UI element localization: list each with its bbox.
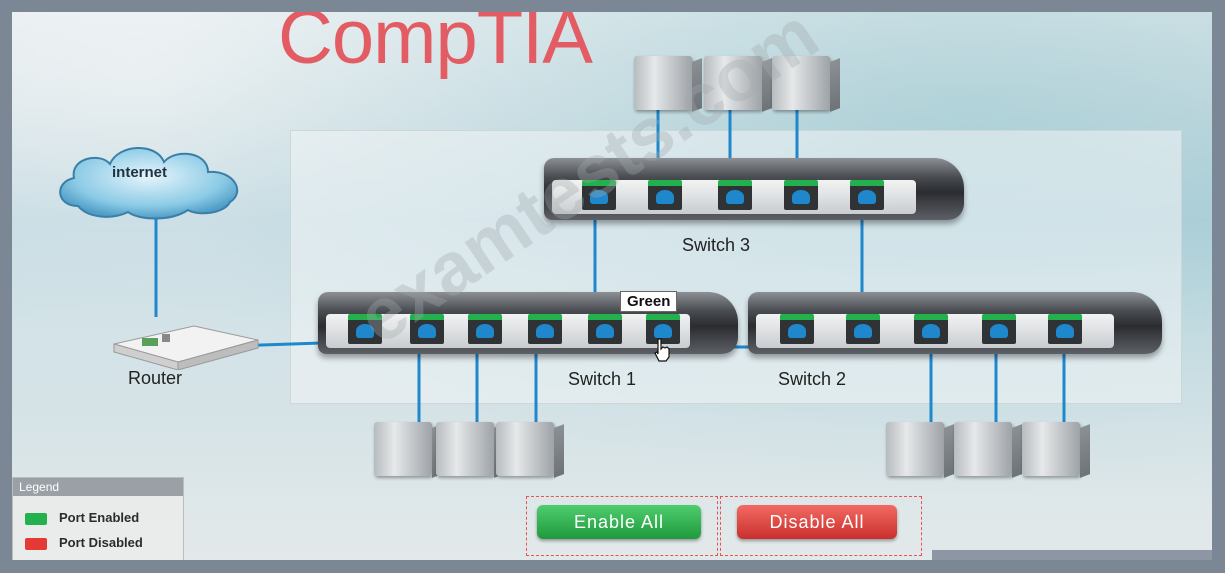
switch3-port-4[interactable]: [784, 180, 818, 210]
comptia-logo: CompTIA: [278, 12, 593, 80]
green-swatch-icon: [25, 512, 47, 525]
cable-jack-icon: [596, 324, 614, 338]
switch3-port-1[interactable]: [582, 180, 616, 210]
switch1-port-3[interactable]: [468, 314, 502, 344]
switch1-port-2[interactable]: [410, 314, 444, 344]
cable-jack-icon: [356, 324, 374, 338]
legend-panel: Legend Port Enabled Port Disabled: [12, 477, 184, 560]
server-icon: [634, 56, 692, 110]
server-icon: [886, 422, 944, 476]
server-icon: [954, 422, 1012, 476]
switch1-port-5[interactable]: [588, 314, 622, 344]
cloud-icon: [59, 147, 239, 220]
legend-title: Legend: [13, 478, 183, 496]
legend-row-disabled: Port Disabled: [25, 535, 143, 550]
red-swatch-icon: [25, 537, 47, 550]
server-icon: [704, 56, 762, 110]
cable-jack-icon: [1056, 324, 1074, 338]
switch-1-face: [326, 314, 690, 348]
enable-all-button[interactable]: Enable All: [537, 505, 701, 539]
cable-jack-icon: [792, 190, 810, 204]
port-status-tooltip: Green: [620, 291, 678, 312]
switch-2: [748, 292, 1162, 354]
switch2-port-2[interactable]: [846, 314, 880, 344]
cable-jack-icon: [590, 190, 608, 204]
legend-disabled-label: Port Disabled: [59, 535, 143, 550]
server-icon: [374, 422, 432, 476]
switch2-port-1[interactable]: [780, 314, 814, 344]
cable-jack-icon: [858, 190, 876, 204]
switch3-port-5[interactable]: [850, 180, 884, 210]
cable-jack-icon: [990, 324, 1008, 338]
disable-all-frame: Disable All: [720, 496, 922, 556]
switch2-port-4[interactable]: [982, 314, 1016, 344]
hand-pointer-icon: [654, 338, 670, 362]
switch2-port-3[interactable]: [914, 314, 948, 344]
router-icon: [113, 325, 259, 370]
server-icon: [1022, 422, 1080, 476]
switch-2-label: Switch 2: [778, 369, 847, 389]
network-canvas: CompTIA internet Router Switch 3: [12, 12, 1212, 560]
switch3-port-2[interactable]: [648, 180, 682, 210]
cable-jack-icon: [788, 324, 806, 338]
switch-3: [544, 158, 964, 220]
switch1-port-1[interactable]: [348, 314, 382, 344]
switch1-port-6[interactable]: [646, 314, 680, 344]
cable-jack-icon: [922, 324, 940, 338]
internet-label: internet: [112, 164, 168, 181]
cable-layer: [154, 92, 1066, 430]
legend-enabled-label: Port Enabled: [59, 510, 140, 525]
switch-3-label: Switch 3: [682, 235, 751, 255]
server-icon: [772, 56, 830, 110]
switch1-port-4[interactable]: [528, 314, 562, 344]
enable-all-frame: Enable All: [526, 496, 718, 556]
switch-3-face: [552, 180, 916, 214]
switch-1-label: Switch 1: [568, 369, 637, 389]
cable-jack-icon: [854, 324, 872, 338]
cable-jack-icon: [418, 324, 436, 338]
cable-jack-icon: [476, 324, 494, 338]
cable-jack-icon: [536, 324, 554, 338]
server-icon: [496, 422, 554, 476]
router-label: Router: [128, 368, 183, 388]
switch3-port-3[interactable]: [718, 180, 752, 210]
disable-all-button[interactable]: Disable All: [737, 505, 897, 539]
switch2-port-5[interactable]: [1048, 314, 1082, 344]
switch-2-face: [756, 314, 1114, 348]
cable-jack-icon: [654, 324, 672, 338]
cable-jack-icon: [656, 190, 674, 204]
bottom-edge-bar: [932, 550, 1212, 560]
legend-row-enabled: Port Enabled: [25, 510, 139, 525]
cable-jack-icon: [726, 190, 744, 204]
server-icon: [436, 422, 494, 476]
